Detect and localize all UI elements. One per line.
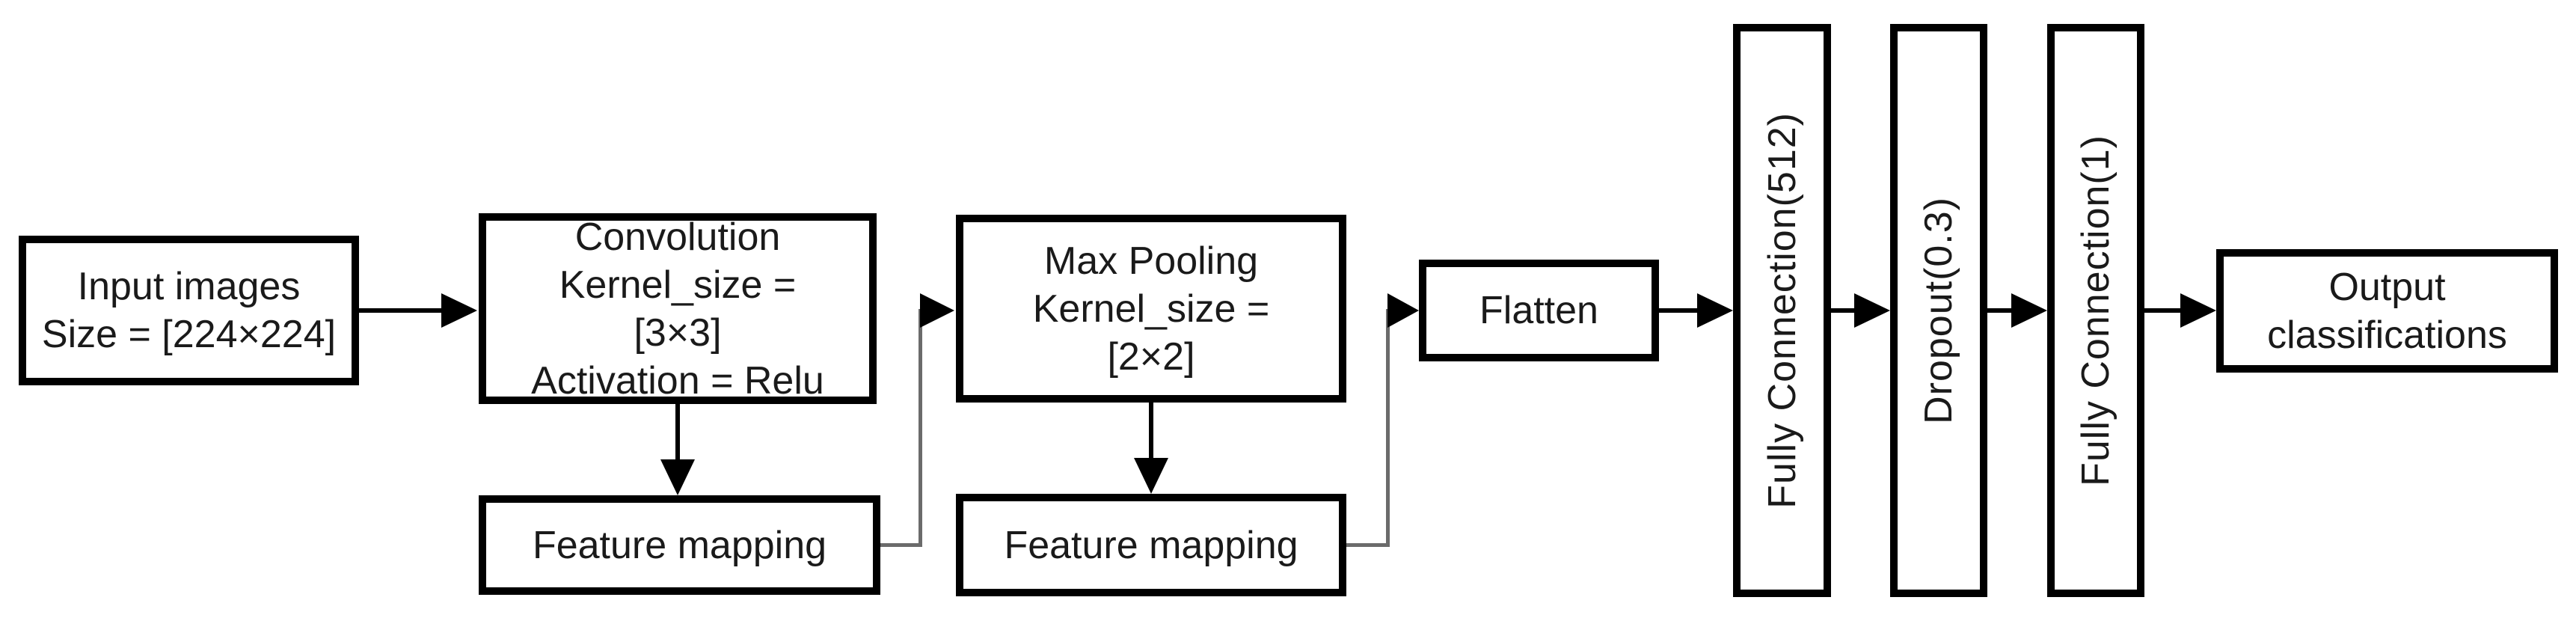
arrow-fully-connection-512-to-dropout-head (1854, 293, 1890, 328)
arrow-dropout-to-fully-connection-1-head (2011, 293, 2047, 328)
feature-mapping-1-node: Feature mapping (479, 495, 880, 595)
fully-connection-1-node: Fully Connection(1) (2047, 24, 2144, 597)
output-classifications-node: Output classifications (2216, 249, 2558, 373)
arrow-fully-connection-1-to-output-head (2180, 293, 2216, 328)
arrow-fully-connection-512-to-dropout-line (1831, 308, 1859, 313)
input-images-node: Input images Size = [224×224] (19, 236, 359, 385)
arrow-max-pooling-to-feature-mapping-head (1134, 458, 1168, 494)
feature-mapping-2-node: Feature mapping (956, 494, 1346, 596)
arrow-input-to-convolution-head (441, 293, 477, 328)
arrow-flatten-to-fully-connection-512-line (1659, 308, 1702, 313)
elbow-feature-mapping-2-to-flatten-head (1387, 293, 1419, 328)
fully-connection-512-node: Fully Connection(512) (1733, 24, 1831, 597)
fully-connection-512-label: Fully Connection(512) (1760, 112, 1804, 509)
arrow-input-to-convolution-line (359, 308, 446, 313)
arrow-convolution-to-feature-mapping-line (675, 404, 680, 461)
max-pooling-node: Max Pooling Kernel_size = [2×2] (956, 215, 1346, 403)
fully-connection-1-label: Fully Connection(1) (2074, 135, 2117, 486)
elbow-feature-mapping-1-to-max-pooling-vline (919, 309, 922, 547)
elbow-feature-mapping-2-to-flatten-hline (1346, 543, 1390, 547)
elbow-feature-mapping-1-to-max-pooling-hline (880, 543, 922, 547)
dropout-node: Dropout(0.3) (1890, 24, 1987, 597)
elbow-feature-mapping-2-to-flatten-vline (1386, 309, 1390, 547)
dropout-label: Dropout(0.3) (1917, 197, 1960, 424)
arrow-fully-connection-1-to-output-line (2144, 308, 2185, 313)
convolution-node: Convolution Kernel_size = [3×3] Activati… (479, 213, 877, 404)
arrow-max-pooling-to-feature-mapping-line (1149, 403, 1153, 459)
arrow-dropout-to-fully-connection-1-line (1987, 308, 2016, 313)
arrow-convolution-to-feature-mapping-head (660, 459, 695, 495)
elbow-feature-mapping-1-to-max-pooling-head (920, 293, 954, 328)
flatten-node: Flatten (1419, 260, 1659, 361)
arrow-flatten-to-fully-connection-512-head (1697, 293, 1733, 328)
